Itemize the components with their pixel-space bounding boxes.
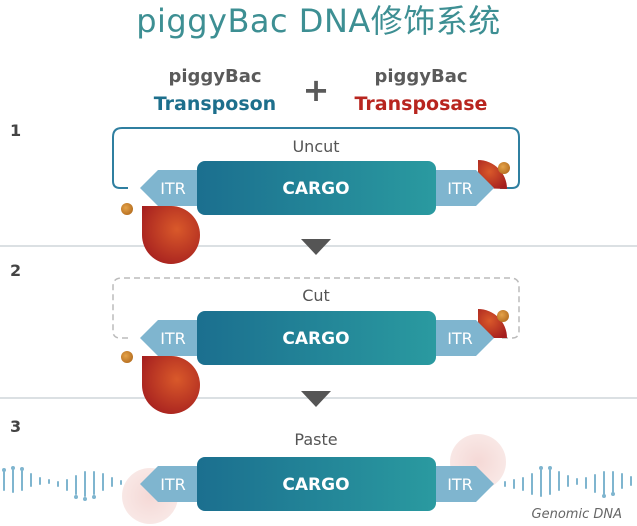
itr-left-label: ITR <box>160 329 186 348</box>
dna-helix-icon <box>504 469 632 497</box>
transposase-enzyme-icon <box>142 356 200 414</box>
itr-right-label: ITR <box>447 179 473 198</box>
step-3-number: 3 <box>10 417 21 436</box>
transposon-name: piggyBac <box>168 66 261 87</box>
cut-dashed-outline <box>112 277 520 339</box>
step-2-cut: Cut ITR ITR CARGO <box>112 277 520 414</box>
transposon-label: Transposon <box>154 93 276 115</box>
transposase-dot <box>497 310 509 322</box>
transposase-label: Transposase <box>355 93 488 115</box>
cargo-label: CARGO <box>282 329 349 349</box>
step-3-label: Paste <box>294 430 337 449</box>
down-arrow-icon <box>301 239 331 255</box>
itr-left <box>140 170 208 206</box>
itr-left-label: ITR <box>160 475 186 494</box>
transposase-name: piggyBac <box>374 66 467 87</box>
transposase-dot <box>498 162 510 174</box>
plus-icon: + <box>303 71 330 109</box>
down-arrow-icon <box>301 391 331 407</box>
step-1-uncut: Uncut ITR ITR CARGO <box>112 127 520 264</box>
itr-right <box>424 170 494 206</box>
cargo-label: CARGO <box>282 179 349 199</box>
itr-left <box>140 466 208 502</box>
dna-helix-icon <box>2 466 96 501</box>
transposase-dot <box>121 351 133 363</box>
step-2-label: Cut <box>302 286 330 305</box>
dna-helix-icon <box>539 466 615 498</box>
itr-right-label: ITR <box>447 329 473 348</box>
step-3-paste: Paste <box>2 430 632 524</box>
step-1-number: 1 <box>10 121 21 140</box>
itr-left-label: ITR <box>160 179 186 198</box>
cargo-block <box>197 457 436 511</box>
itr-right <box>424 466 494 502</box>
cut-label-bg <box>290 284 344 306</box>
itr-left <box>140 320 208 356</box>
dna-helix-icon <box>3 469 122 497</box>
transposase-enzyme-icon <box>142 206 200 264</box>
genomic-dna-label: Genomic DNA <box>532 507 622 522</box>
step-1-label: Uncut <box>292 137 339 156</box>
transposase-dot <box>121 203 133 215</box>
page-title: piggyBac DNA修饰系统 <box>136 2 501 40</box>
itr-right-label: ITR <box>447 475 473 494</box>
transposon-loop <box>112 127 520 189</box>
itr-right <box>424 320 494 356</box>
cargo-block <box>197 161 436 215</box>
cargo-label: CARGO <box>282 475 349 495</box>
step-2-number: 2 <box>10 261 21 280</box>
uncut-label-bg <box>282 134 352 156</box>
cargo-block <box>197 311 436 365</box>
